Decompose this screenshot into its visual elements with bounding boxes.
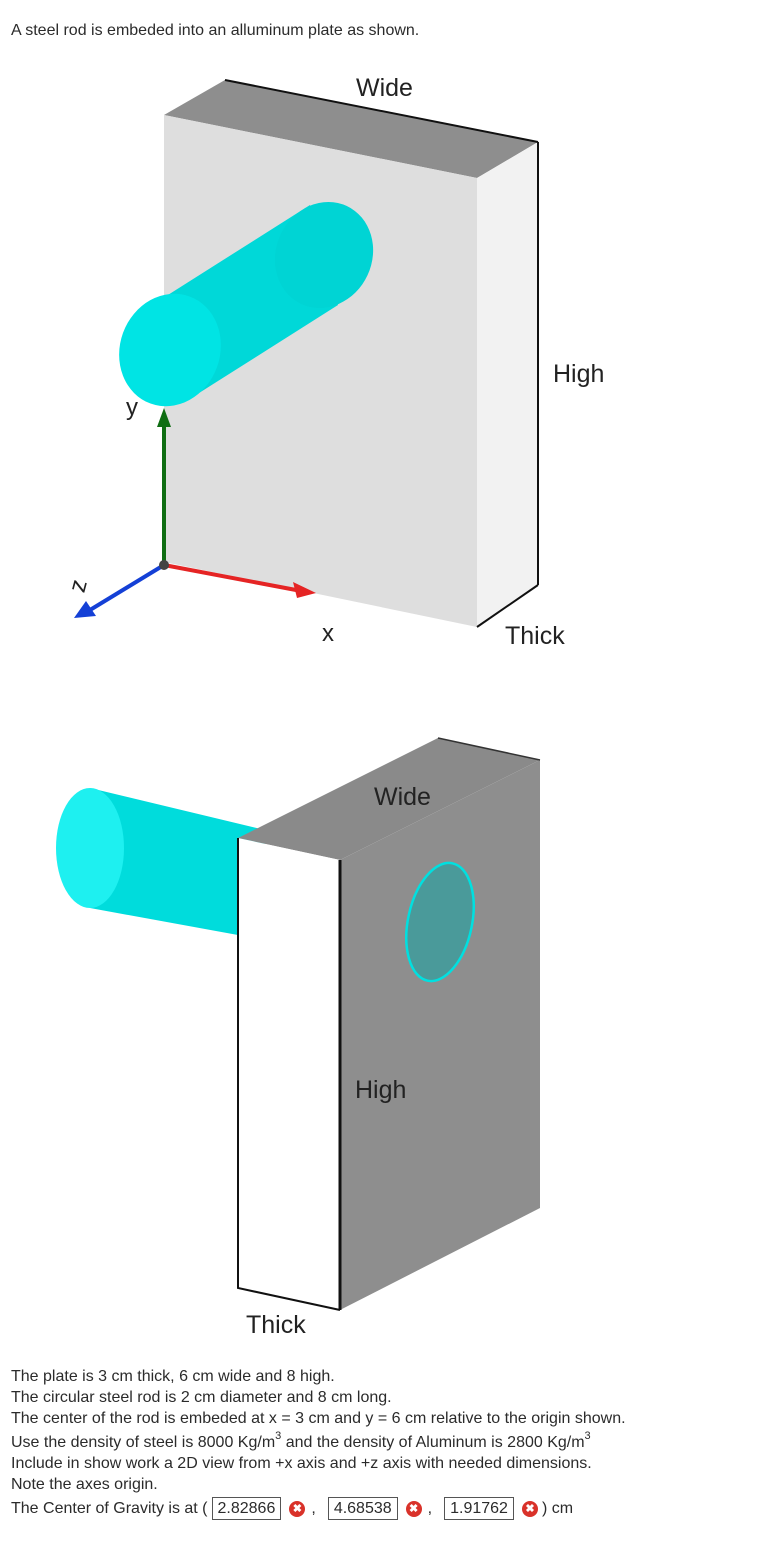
intro-text: A steel rod is embeded into an alluminum… <box>11 22 420 39</box>
problem-line-4: Use the density of steel is 8000 Kg/m3 a… <box>11 1429 626 1453</box>
density-steel-text: Use the density of steel is 8000 Kg/m <box>11 1434 276 1451</box>
problem-line-6: Note the axes origin. <box>11 1476 158 1493</box>
figure-plate-front-view: Wide High Thick y x z <box>0 60 772 665</box>
center-of-gravity-row: The Center of Gravity is at ( 2.82866 ✖ … <box>11 1497 626 1520</box>
plate-back-face <box>340 760 540 1310</box>
label-high: High <box>553 360 604 388</box>
label-thick-rear: Thick <box>246 1311 306 1339</box>
plate-top-face-rear <box>238 738 540 860</box>
comma: , <box>427 1500 433 1517</box>
density-aluminum-text: and the density of Aluminum is 2800 Kg/m <box>281 1434 585 1451</box>
rod-end-circle <box>405 861 475 983</box>
cg-suffix: ) cm <box>541 1500 574 1517</box>
z-axis-arrow <box>88 563 166 612</box>
answer-z-field[interactable]: 1.91762 <box>444 1497 514 1520</box>
plate-thin-face <box>238 838 340 1310</box>
axes-origin <box>159 560 169 570</box>
cg-prefix: The Center of Gravity is at ( <box>11 1500 208 1517</box>
comma: , <box>311 1500 316 1517</box>
label-axis-y: y <box>126 394 138 421</box>
plate-side-face <box>477 142 538 627</box>
problem-statement: The plate is 3 cm thick, 6 cm wide and 8… <box>11 1366 626 1520</box>
incorrect-x-icon: ✖ <box>289 1500 306 1517</box>
plate-front-face <box>164 115 477 627</box>
cube-superscript: 3 <box>584 1429 591 1442</box>
answer-y-field[interactable]: 4.68538 <box>327 1497 398 1520</box>
cube-superscript: 3 <box>275 1429 282 1442</box>
problem-line-2: The circular steel rod is 2 cm diameter … <box>11 1389 392 1406</box>
steel-rod-rear <box>56 788 265 940</box>
label-thick: Thick <box>505 622 565 650</box>
x-axis-arrow <box>163 563 297 592</box>
steel-rod <box>119 202 374 407</box>
problem-line-1: The plate is 3 cm thick, 6 cm wide and 8… <box>11 1368 335 1385</box>
incorrect-x-icon: ✖ <box>405 1500 422 1517</box>
answer-x-field[interactable]: 2.82866 <box>211 1497 282 1520</box>
label-wide: Wide <box>356 74 413 102</box>
figure-plate-rear-view: Wide High Thick <box>0 720 772 1345</box>
problem-line-5: Include in show work a 2D view from +x a… <box>11 1455 592 1472</box>
label-wide-rear: Wide <box>374 783 431 811</box>
label-axis-z: z <box>64 577 93 596</box>
plate-top-face <box>164 80 538 178</box>
incorrect-x-icon: ✖ <box>521 1500 538 1517</box>
label-high-rear: High <box>355 1076 406 1104</box>
problem-line-3: The center of the rod is embeded at x = … <box>11 1410 626 1427</box>
label-axis-x: x <box>322 620 334 647</box>
